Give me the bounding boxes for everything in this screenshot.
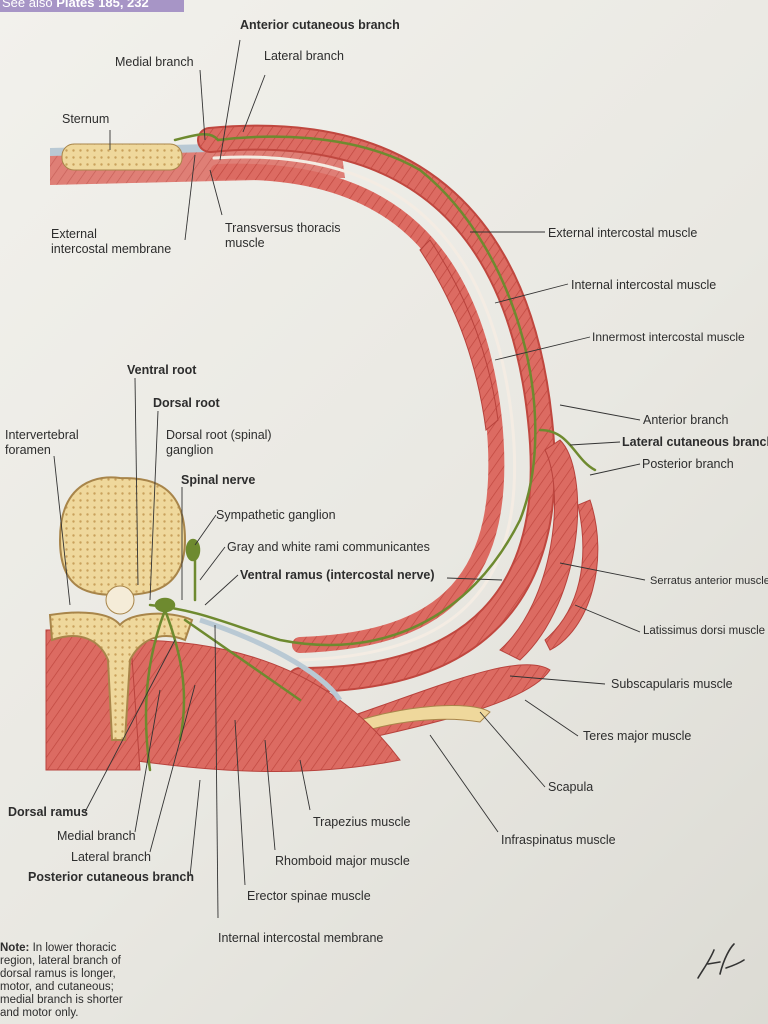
label-external-intercostal-membrane: External intercostal membrane xyxy=(51,227,172,256)
note-box: Note: In lower thoracic region, lateral … xyxy=(0,942,145,1020)
sternum-bone xyxy=(61,143,183,171)
label-internal-intercostal-membrane: Internal intercostal membrane xyxy=(218,931,384,945)
label-posterior-branch: Posterior branch xyxy=(642,457,734,471)
label-lateral-cutaneous-branch: Lateral cutaneous branch xyxy=(622,435,768,449)
label-trapezius: Trapezius muscle xyxy=(313,815,411,829)
label-dorsal-root-ganglion: Dorsal root (spinal) ganglion xyxy=(166,428,272,457)
label-latissimus-dorsi: Latissimus dorsi muscle xyxy=(643,625,766,637)
intercostal-muscle-layers xyxy=(197,124,556,693)
label-medial-branch-top: Medial branch xyxy=(115,55,194,69)
label-rhomboid-major: Rhomboid major muscle xyxy=(275,854,410,868)
see-also-prefix: See also xyxy=(2,0,53,10)
label-rami-communicantes: Gray and white rami communicantes xyxy=(227,540,430,554)
see-also-tab: See also Plates 185, 232 xyxy=(0,0,184,12)
leader-lines xyxy=(53,39,646,919)
label-ventral-root: Ventral root xyxy=(127,363,197,377)
label-internal-intercostal-muscle: Internal intercostal muscle xyxy=(571,278,717,292)
label-lateral-branch-bottom: Lateral branch xyxy=(71,850,151,864)
label-posterior-cutaneous-branch: Posterior cutaneous branch xyxy=(28,870,195,884)
label-transversus-thoracis: Transversus thoracis muscle xyxy=(225,221,341,250)
label-sympathetic-ganglion: Sympathetic ganglion xyxy=(216,508,336,522)
label-dorsal-root: Dorsal root xyxy=(153,396,220,410)
scapula-shape xyxy=(344,705,491,736)
label-sternum: Sternum xyxy=(62,112,110,126)
note-title: Note: xyxy=(0,942,30,954)
label-lateral-branch-top: Lateral branch xyxy=(264,49,344,63)
label-intervertebral-foramen: Intervertebral foramen xyxy=(5,428,79,457)
label-innermost-intercostal-muscle: Innermost intercostal muscle xyxy=(592,330,745,344)
label-ventral-ramus: Ventral ramus (intercostal nerve) xyxy=(240,568,435,582)
label-anterior-branch: Anterior branch xyxy=(643,413,729,427)
label-erector-spinae: Erector spinae muscle xyxy=(247,889,371,903)
label-external-intercostal-muscle: External intercostal muscle xyxy=(548,226,698,240)
label-serratus-anterior: Serratus anterior muscle xyxy=(650,575,768,587)
label-teres-major: Teres major muscle xyxy=(583,729,692,743)
see-also-plates: Plates 185, 232 xyxy=(56,0,149,10)
label-infraspinatus: Infraspinatus muscle xyxy=(501,833,616,847)
sympathetic-ganglion-shape xyxy=(185,538,201,562)
label-anterior-cutaneous-branch: Anterior cutaneous branch xyxy=(240,18,400,32)
artist-signature-icon xyxy=(697,943,745,979)
label-subscapularis: Subscapularis muscle xyxy=(611,677,733,691)
label-medial-branch-bottom: Medial branch xyxy=(57,829,136,843)
nerves xyxy=(144,133,597,772)
label-scapula: Scapula xyxy=(548,780,594,794)
label-spinal-nerve: Spinal nerve xyxy=(181,473,256,487)
spinal-ganglion-shape xyxy=(154,597,176,613)
note-text: In lower thoracic region, lateral branch… xyxy=(0,942,123,1019)
label-dorsal-ramus: Dorsal ramus xyxy=(8,805,88,819)
